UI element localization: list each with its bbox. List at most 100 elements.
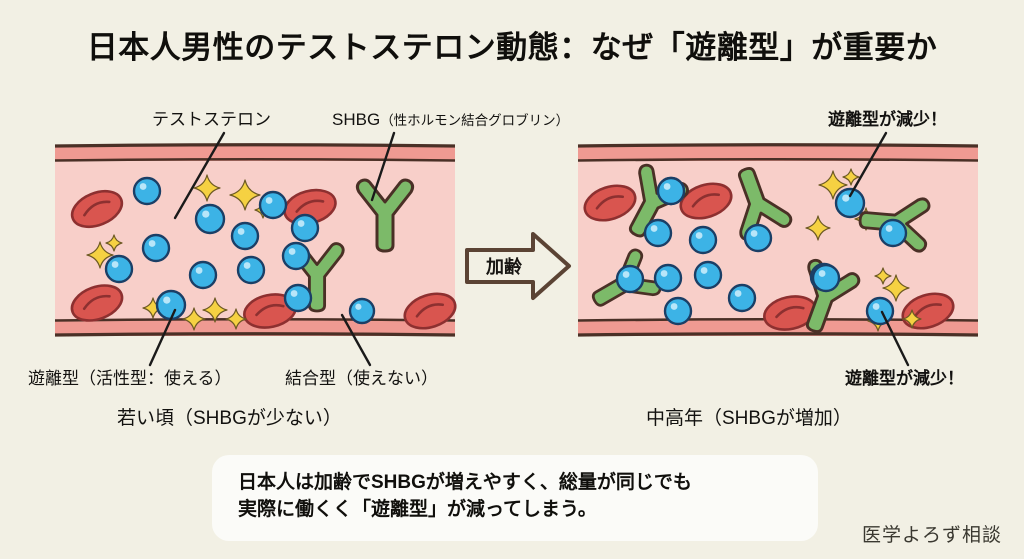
testosterone-body bbox=[132, 176, 162, 206]
red-blood-cell bbox=[283, 188, 337, 226]
rbc-dimple bbox=[255, 303, 285, 317]
vessel-wall-top-inner-line bbox=[54, 157, 456, 162]
free-testosterone-molecule bbox=[104, 254, 134, 284]
sparkle-icon bbox=[202, 297, 228, 323]
caption-line-2: 実際に働くく「遊離型」が減ってしまう。 bbox=[238, 498, 597, 520]
testosterone-body bbox=[258, 190, 288, 220]
caption-line-1: 日本人は加齢でSHBGが増えやすく、総量が同じでも bbox=[238, 472, 692, 493]
rbc-body bbox=[70, 189, 124, 229]
free-testosterone-molecule bbox=[194, 203, 226, 235]
testosterone-highlight bbox=[202, 210, 210, 218]
free-testosterone-molecule bbox=[811, 263, 841, 293]
testosterone-highlight bbox=[163, 296, 171, 304]
rbc-dimple bbox=[415, 303, 444, 318]
testosterone-highlight bbox=[195, 267, 203, 274]
credit-text: 医学よろず相談 bbox=[861, 525, 1002, 546]
testosterone-highlight bbox=[148, 240, 156, 247]
label-shbg-full: （性ホルモン結合グロブリン） bbox=[380, 113, 570, 128]
rbc-dimple bbox=[83, 200, 111, 217]
vessel-older bbox=[577, 143, 979, 338]
label-young-panel: 若い頃（SHBGが少ない） bbox=[117, 408, 342, 429]
testosterone-body bbox=[141, 233, 171, 263]
vessel-wall-top bbox=[55, 145, 455, 161]
red-blood-cell bbox=[583, 184, 637, 222]
sparkle-icon bbox=[874, 267, 892, 285]
testosterone-highlight bbox=[237, 228, 245, 235]
testosterone-body bbox=[104, 254, 134, 284]
shbg-protein bbox=[737, 167, 793, 242]
testosterone-body bbox=[727, 283, 757, 313]
testosterone-highlight bbox=[872, 303, 880, 310]
testosterone-highlight bbox=[355, 303, 362, 310]
testosterone-highlight bbox=[670, 303, 678, 310]
testosterone-body bbox=[281, 241, 311, 271]
sparkle-shape bbox=[882, 274, 910, 302]
testosterone-highlight bbox=[885, 225, 893, 232]
testosterone-body bbox=[155, 289, 187, 321]
testosterone-body bbox=[663, 296, 693, 326]
sparkle-shape bbox=[225, 308, 247, 330]
testosterone-body bbox=[230, 221, 260, 251]
sparkle-icon bbox=[105, 234, 123, 252]
testosterone-body bbox=[236, 255, 266, 285]
sparkle-icon bbox=[229, 179, 261, 211]
free-testosterone-molecule bbox=[141, 233, 171, 263]
aging-arrow-label: 加齢 bbox=[486, 257, 522, 277]
testosterone-body bbox=[811, 263, 841, 293]
red-blood-cell bbox=[70, 189, 124, 229]
testosterone-body bbox=[188, 260, 218, 290]
testosterone-highlight bbox=[818, 270, 826, 277]
sparkle-shape bbox=[805, 215, 831, 241]
free-testosterone-molecule bbox=[653, 263, 683, 293]
testosterone-body bbox=[834, 187, 866, 219]
rbc-dimple bbox=[913, 303, 942, 318]
testosterone-body bbox=[693, 260, 723, 290]
testosterone-highlight bbox=[750, 230, 758, 237]
sparkle-icon bbox=[86, 241, 114, 269]
testosterone-body bbox=[290, 213, 320, 243]
sparkle-shape bbox=[182, 307, 206, 331]
free-testosterone-molecule bbox=[348, 297, 376, 325]
sparkle-icon bbox=[805, 215, 831, 241]
free-testosterone-molecule bbox=[290, 213, 320, 243]
testosterone-highlight bbox=[650, 225, 658, 232]
testosterone-highlight bbox=[695, 232, 703, 239]
testosterone-highlight bbox=[111, 261, 119, 268]
rbc-body bbox=[70, 284, 124, 322]
label-older-panel: 中高年（SHBGが増加） bbox=[646, 408, 852, 429]
sparkle-shape bbox=[818, 170, 848, 200]
testosterone-highlight bbox=[734, 290, 742, 297]
red-blood-cell bbox=[403, 292, 457, 330]
vessel-young-graphic bbox=[54, 143, 457, 337]
vessel-wall-top-inner-line bbox=[577, 157, 979, 162]
testosterone-body bbox=[688, 225, 718, 255]
sparkle-icon bbox=[818, 170, 848, 200]
red-blood-cell bbox=[70, 284, 124, 322]
page-title: 日本人男性のテストステロン動態：なぜ「遊離型」が重要か bbox=[86, 30, 938, 65]
free-testosterone-molecule bbox=[155, 289, 187, 321]
free-testosterone-molecule bbox=[230, 221, 260, 251]
arrow-right-icon bbox=[465, 232, 571, 300]
testosterone-body bbox=[865, 296, 895, 326]
label-shbg-abbr: SHBG bbox=[332, 110, 381, 129]
label-decrease-top: 遊離型が減少！ bbox=[828, 110, 947, 129]
free-testosterone-molecule bbox=[132, 176, 162, 206]
testosterone-highlight bbox=[139, 183, 147, 190]
vessel-young bbox=[54, 143, 457, 338]
testosterone-highlight bbox=[290, 290, 298, 297]
shbg-y-shape bbox=[737, 167, 793, 242]
label-decrease-bottom: 遊離型が減少！ bbox=[845, 369, 964, 388]
rbc-body bbox=[583, 184, 637, 222]
free-testosterone-molecule bbox=[865, 296, 895, 326]
bound-testosterone-molecule bbox=[643, 218, 673, 248]
testosterone-highlight bbox=[243, 262, 251, 269]
rbc-dimple bbox=[82, 294, 111, 311]
testosterone-highlight bbox=[288, 248, 296, 255]
bound-testosterone-molecule bbox=[615, 264, 645, 294]
sparkle-shape bbox=[105, 234, 123, 252]
testosterone-highlight bbox=[700, 267, 708, 274]
label-shbg: SHBG（性ホルモン結合グロブリン） bbox=[332, 110, 569, 130]
testosterone-highlight bbox=[297, 220, 305, 227]
free-testosterone-molecule bbox=[188, 260, 218, 290]
